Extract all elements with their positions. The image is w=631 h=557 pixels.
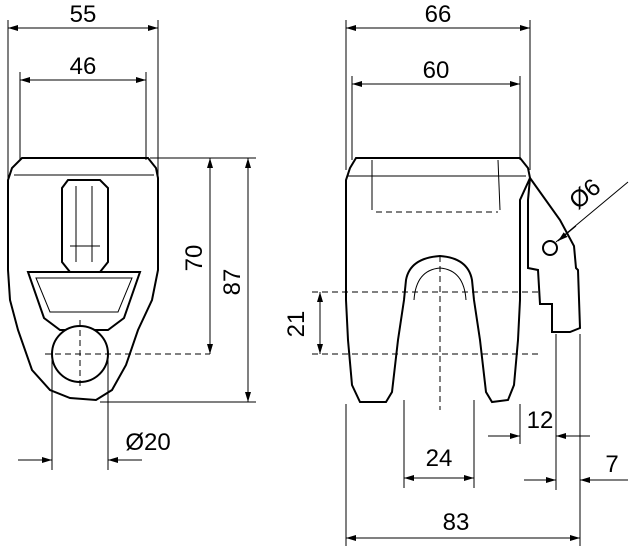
dim-12-label: 12: [527, 407, 554, 434]
right-collar: [348, 159, 526, 211]
left-neck-outline: [61, 179, 109, 273]
right-part-body: [345, 157, 532, 404]
dim-55-label: 55: [70, 1, 97, 28]
dim-24-label: 24: [426, 445, 453, 472]
right-side-hole: [542, 240, 558, 256]
dim-d6-label: Ø6: [564, 174, 606, 215]
right-view: 66 60 21 Ø6 24 12 7 83: [283, 1, 629, 546]
left-view: 55 46 70 87 Ø20: [7, 1, 256, 470]
leader-d6-arrow: [557, 225, 577, 242]
left-fork-window: [26, 271, 142, 331]
leader-d6: [555, 181, 629, 243]
dim-83-label: 83: [443, 509, 470, 536]
dim-d20-label: Ø20: [125, 429, 170, 456]
dim-60-label: 60: [423, 57, 450, 84]
left-fork-window-inner: [35, 277, 133, 313]
right-side-bracket: [527, 175, 582, 333]
dim-87-label: 87: [219, 269, 246, 296]
left-neck-inner: [70, 186, 100, 262]
right-slot-inner: [413, 267, 467, 301]
dim-70-label: 70: [181, 245, 208, 272]
dim-21-label: 21: [283, 311, 310, 338]
dim-7-label: 7: [605, 451, 618, 478]
dim-46-label: 46: [70, 53, 97, 80]
dim-66-label: 66: [425, 1, 452, 28]
